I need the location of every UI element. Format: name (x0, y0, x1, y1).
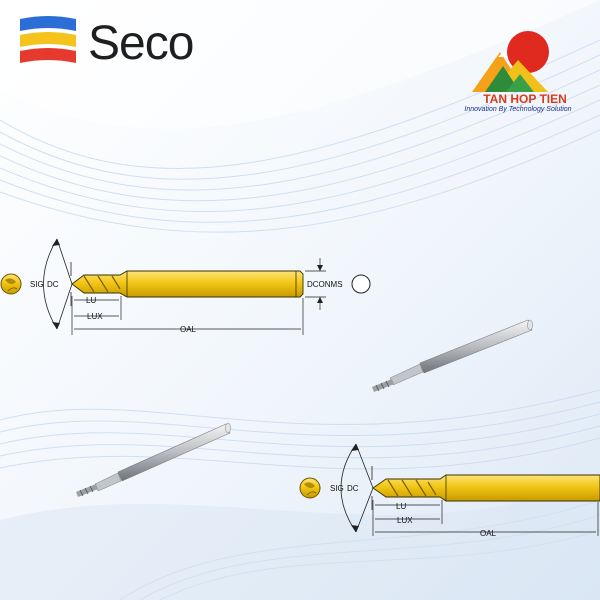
label-dconms: DCONMS (307, 280, 343, 289)
drill-3d-right-icon (372, 319, 533, 392)
label-sig-bottom: SIG (330, 484, 344, 493)
label-lu-bottom: LU (396, 502, 406, 511)
brand-name: Seco (88, 17, 194, 70)
end-view-left-icon (0, 273, 22, 295)
end-view-bottom-icon (299, 477, 321, 499)
label-lu: LU (86, 296, 96, 305)
label-lux-bottom: LUX (397, 516, 413, 525)
label-dc: DC (47, 280, 59, 289)
label-oal: OAL (180, 325, 197, 334)
drill-3d-left-icon (76, 422, 231, 497)
drill-profile-top (71, 270, 304, 298)
label-oal-bottom: OAL (480, 529, 497, 538)
end-view-shank-icon (351, 274, 371, 294)
partner-name: TAN HOP TIEN (483, 92, 567, 106)
label-dc-bottom: DC (347, 484, 359, 493)
drill-profile-bottom (372, 474, 600, 502)
label-lux: LUX (87, 312, 103, 321)
partner-tagline: Innovation By Technology Solution (464, 106, 572, 113)
label-sig: SIG (30, 280, 44, 289)
